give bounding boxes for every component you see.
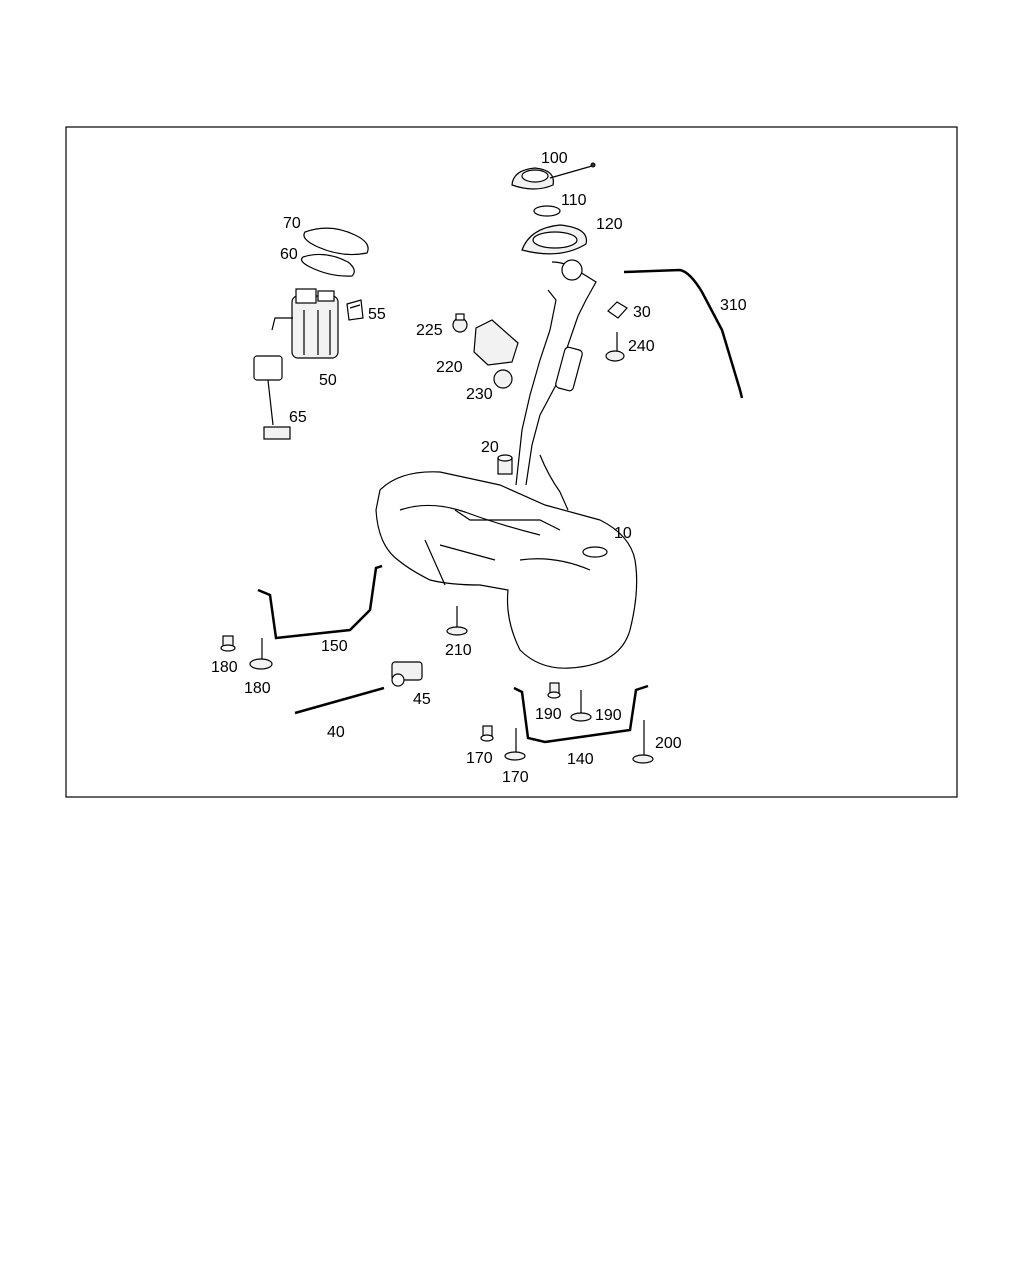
callout-225: 225 <box>416 322 443 339</box>
part-65-level-sender <box>253 355 291 440</box>
part-200-bolt <box>632 720 654 764</box>
callout-60: 60 <box>280 246 298 263</box>
callout-180-a: 180 <box>211 659 238 676</box>
callout-180-b: 180 <box>244 680 271 697</box>
callout-120: 120 <box>596 216 623 233</box>
callout-50: 50 <box>319 372 337 389</box>
callout-65: 65 <box>289 409 307 426</box>
part-110-seal-ring <box>533 205 561 217</box>
callout-240: 240 <box>628 338 655 355</box>
part-50-fuel-pump-module <box>271 288 339 359</box>
part-180-bolt-b <box>249 638 273 670</box>
callout-230: 230 <box>466 386 493 403</box>
callout-170-a: 170 <box>466 750 493 767</box>
part-170-bolt-a <box>480 725 494 742</box>
part-60-ring <box>300 253 355 277</box>
callout-200: 200 <box>655 735 682 752</box>
callout-labels: 100 110 120 70 60 55 225 30 310 240 50 2… <box>211 150 747 786</box>
callout-190-b: 190 <box>595 707 622 724</box>
part-220-bracket <box>473 319 519 366</box>
callout-20: 20 <box>481 439 499 456</box>
part-70-gasket <box>303 227 369 256</box>
part-100-fuel-cap <box>511 162 596 190</box>
callout-210: 210 <box>445 642 472 659</box>
callout-45: 45 <box>413 691 431 708</box>
diagram-frame <box>65 126 958 798</box>
part-310-vent-line <box>623 268 744 399</box>
callout-170-b: 170 <box>502 769 529 786</box>
part-45-connector <box>391 661 423 687</box>
callout-55: 55 <box>368 306 386 323</box>
part-150-strap <box>257 564 383 640</box>
part-40-line <box>294 686 385 715</box>
part-filler-neck <box>515 259 597 511</box>
part-20-valve <box>497 454 513 475</box>
part-230-grommet <box>493 369 513 389</box>
part-210-bolt <box>446 606 468 636</box>
part-225-screw <box>452 313 468 333</box>
part-170-bolt-b <box>504 728 526 761</box>
part-190-bolt-a <box>547 682 561 699</box>
callout-310: 310 <box>720 297 747 314</box>
part-30-plate <box>607 301 628 319</box>
part-140-strap <box>513 684 649 744</box>
callout-150: 150 <box>321 638 348 655</box>
callout-30: 30 <box>633 304 651 321</box>
callout-10: 10 <box>614 525 632 542</box>
callout-70: 70 <box>283 215 301 232</box>
part-190-bolt-b <box>570 690 592 722</box>
callout-40: 40 <box>327 724 345 741</box>
part-120-flap-housing <box>521 224 588 255</box>
part-180-bolt-a <box>220 635 236 652</box>
part-55-clip <box>346 299 364 321</box>
part-10-fuel-tank <box>375 471 638 669</box>
callout-190-a: 190 <box>535 706 562 723</box>
callout-220: 220 <box>436 359 463 376</box>
callout-100: 100 <box>541 150 568 167</box>
callout-140: 140 <box>567 751 594 768</box>
callout-110: 110 <box>561 192 587 209</box>
part-240-bolt <box>605 332 625 362</box>
